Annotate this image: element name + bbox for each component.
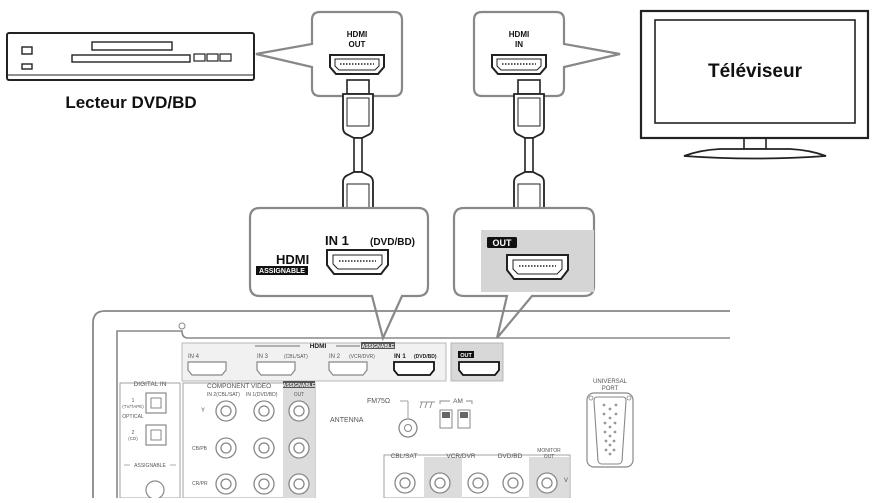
receiver-out-callout: OUT <box>452 206 596 339</box>
panel-digital-1: 1 <box>132 398 135 404</box>
panel-monitor: MONITOR <box>537 448 561 454</box>
tv-port-line2: IN <box>515 40 523 49</box>
receiver-in1-callout: HDMI ASSIGNABLE IN 1 (DVD/BD) <box>248 206 430 342</box>
panel-cr-label: CR/PR <box>192 481 208 487</box>
callout-in1-port <box>326 249 389 275</box>
tv-hdmi-port <box>491 54 547 75</box>
panel-vcr-dvr: VCR/DVR <box>446 453 476 460</box>
panel-digital-in: DIGITAL IN <box>134 381 167 388</box>
panel-digital-2-sub: (CD) <box>128 436 138 441</box>
receiver-rear-panel: HDMI ASSIGNABLE IN 4 IN 3 (CBL/SAT) IN 2… <box>92 310 730 500</box>
panel-component-video: COMPONENT VIDEO <box>207 383 271 390</box>
television <box>639 9 870 160</box>
panel-in2-label: IN 2 <box>329 354 341 360</box>
panel-antenna: ANTENNA <box>330 417 364 424</box>
callout-assignable-badge: ASSIGNABLE <box>259 268 305 275</box>
dvd-bd-player <box>6 32 255 81</box>
panel-component-assignable: ASSIGNABLE <box>283 383 316 389</box>
panel-in3-sub: (CBL/SAT) <box>284 354 308 360</box>
panel-comp-out: OUT <box>294 392 305 398</box>
panel-digital-2: 2 <box>132 430 135 436</box>
panel-comp-in1: IN 1(DVD/BD) <box>246 392 278 398</box>
player-port-line2: OUT <box>349 40 366 49</box>
panel-assignable-low: ASSIGNABLE <box>134 463 166 469</box>
panel-v-label: V <box>564 478 568 484</box>
panel-cbl-sat: CBL/SAT <box>391 453 418 460</box>
panel-y-label: Y <box>201 408 205 414</box>
panel-out-badge: OUT <box>460 353 472 359</box>
panel-assignable-tag: ASSIGNABLE <box>362 344 395 350</box>
callout-out-badge: OUT <box>493 238 513 248</box>
panel-am: AM <box>453 398 463 405</box>
panel-dvd-bd: DVD/BD <box>498 453 523 460</box>
panel-hdmi-header: HDMI <box>310 343 327 350</box>
hdmi-cable-tv <box>513 79 545 231</box>
player-port-line1: HDMI <box>347 30 367 39</box>
panel-in1-label: IN 1 <box>394 353 406 360</box>
tv-label: Téléviseur <box>708 61 803 82</box>
callout-hdmi-text: HDMI <box>276 252 309 267</box>
player-hdmi-port <box>329 54 385 75</box>
panel-fm: FM75Ω <box>367 398 390 405</box>
panel-cb-label: CB/PB <box>192 446 208 452</box>
player-label: Lecteur DVD/BD <box>65 93 196 112</box>
panel-universal: UNIVERSAL <box>593 379 628 385</box>
callout-source-text: (DVD/BD) <box>370 237 415 248</box>
panel-optical: OPTICAL <box>122 414 144 420</box>
tv-hdmi-in-callout: HDMI IN <box>472 10 621 98</box>
tv-port-line1: HDMI <box>509 30 529 39</box>
panel-monitor-out: OUT <box>544 454 555 460</box>
callout-out-port <box>506 254 569 280</box>
panel-port: PORT <box>602 386 619 392</box>
panel-digital-1-sub: (TV/TAPE) <box>122 404 144 409</box>
panel-in3-label: IN 3 <box>257 354 269 360</box>
panel-in4-label: IN 4 <box>188 354 200 360</box>
panel-comp-in2: IN 2(CBL/SAT) <box>207 392 240 398</box>
panel-in2-sub: (VCR/DVR) <box>349 354 375 360</box>
panel-in1-sub: (DVD/BD) <box>414 354 437 360</box>
universal-port-pins <box>602 403 618 456</box>
callout-in1-text: IN 1 <box>325 233 349 248</box>
player-hdmi-out-callout: HDMI OUT <box>255 10 404 98</box>
